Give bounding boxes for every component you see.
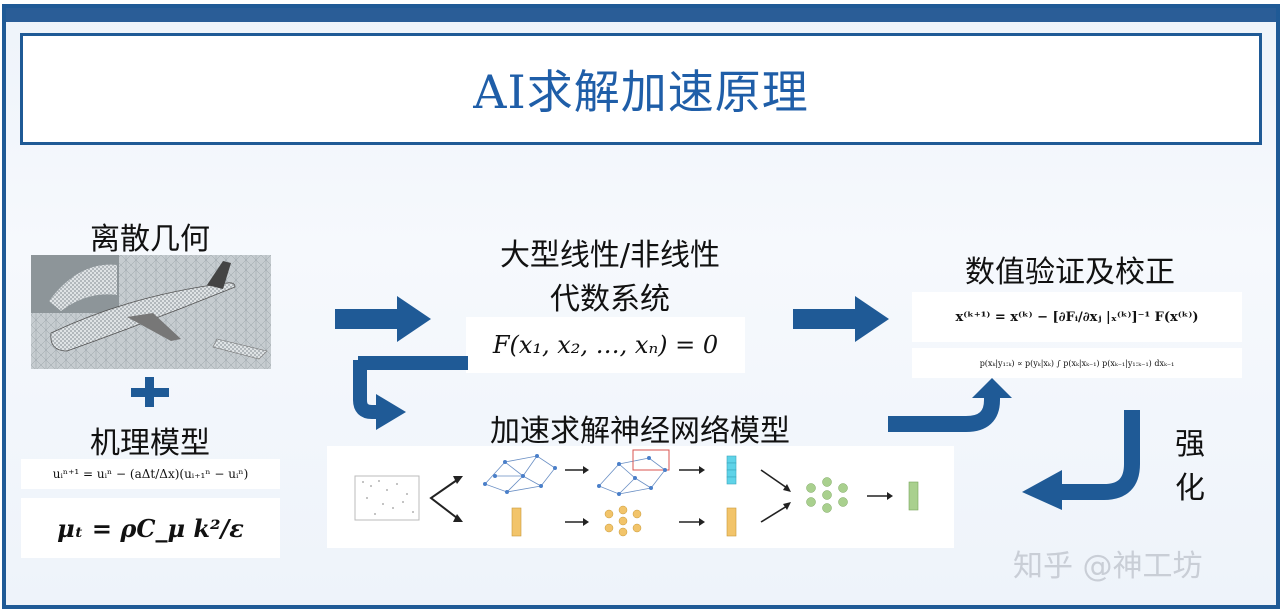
validation-label: 数值验证及校正 xyxy=(965,255,1175,290)
mechanism-label: 机理模型 xyxy=(90,426,210,461)
cyan-feature-vector xyxy=(726,455,737,485)
watermark: 知乎 @神工坊 xyxy=(1013,549,1203,584)
newton-iteration-equation: x⁽ᵏ⁺¹⁾ = x⁽ᵏ⁾ − [∂Fᵢ/∂xⱼ |ₓ⁽ᵏ⁾]⁻¹ F(x⁽ᵏ⁾… xyxy=(912,292,1242,342)
arrow-geometry-to-system xyxy=(335,296,431,342)
page-title: AI求解加速原理 xyxy=(473,65,809,119)
sparse-matrix-dots xyxy=(362,480,414,515)
merge-arrow-top xyxy=(760,469,788,489)
arrow-nn-to-validation xyxy=(888,378,1012,432)
system-label-line1: 大型线性/非线性 xyxy=(499,238,721,273)
advection-equation: uᵢⁿ⁺¹ = uᵢⁿ − (aΔt/Δx)(uᵢ₊₁ⁿ − uᵢⁿ) xyxy=(21,459,280,489)
subgraph-nodes xyxy=(597,456,667,496)
subgraph-highlight xyxy=(632,449,670,471)
nn-label: 加速求解神经网络模型 xyxy=(490,414,790,449)
orange-mlp-icon xyxy=(604,505,642,537)
graph-network-nodes xyxy=(483,454,557,494)
nn-pipeline-graphic xyxy=(354,449,919,537)
subgraph-network-icon xyxy=(598,457,666,495)
feedback-label-char1: 强 xyxy=(1175,427,1205,462)
frame-top-bar xyxy=(6,8,1276,22)
aircraft-wing-far xyxy=(212,338,268,360)
title-box: AI求解加速原理 xyxy=(20,33,1262,145)
orange-input-vector xyxy=(511,507,522,537)
merge-arrow-bottom xyxy=(760,505,788,523)
geometry-label: 离散几何 xyxy=(90,222,210,257)
aircraft-wing xyxy=(127,313,181,341)
arrow-system-to-validation xyxy=(793,296,889,342)
green-output-vector xyxy=(908,481,919,511)
system-equation: F(x₁, x₂, …, xₙ) = 0 xyxy=(466,317,745,373)
mesh-inset-wing xyxy=(49,264,117,311)
split-arrow-head-bottom xyxy=(453,514,463,522)
turbulence-equation: μₜ = ρC_μ k²/ε xyxy=(21,498,280,558)
system-label-line2: 代数系统 xyxy=(550,282,670,317)
bayes-filter-equation: p(xₖ|y₁:ₖ) ∝ p(yₖ|xₖ) ∫ p(xₖ|xₖ₋₁) p(xₖ₋… xyxy=(912,348,1242,378)
sparse-matrix-icon xyxy=(354,475,420,521)
graph-network-icon xyxy=(484,455,556,493)
green-mlp-icon xyxy=(806,477,848,513)
orange-output-vector xyxy=(726,507,737,537)
plus-icon xyxy=(131,377,169,407)
aircraft-tail xyxy=(207,261,231,289)
arrow-system-to-nn xyxy=(353,356,468,430)
split-arrow-head-top xyxy=(453,476,463,484)
arrow-feedback xyxy=(1022,410,1140,510)
aircraft-mesh-image xyxy=(31,255,271,369)
split-arrows xyxy=(429,479,458,519)
feedback-label-char2: 化 xyxy=(1175,471,1205,506)
